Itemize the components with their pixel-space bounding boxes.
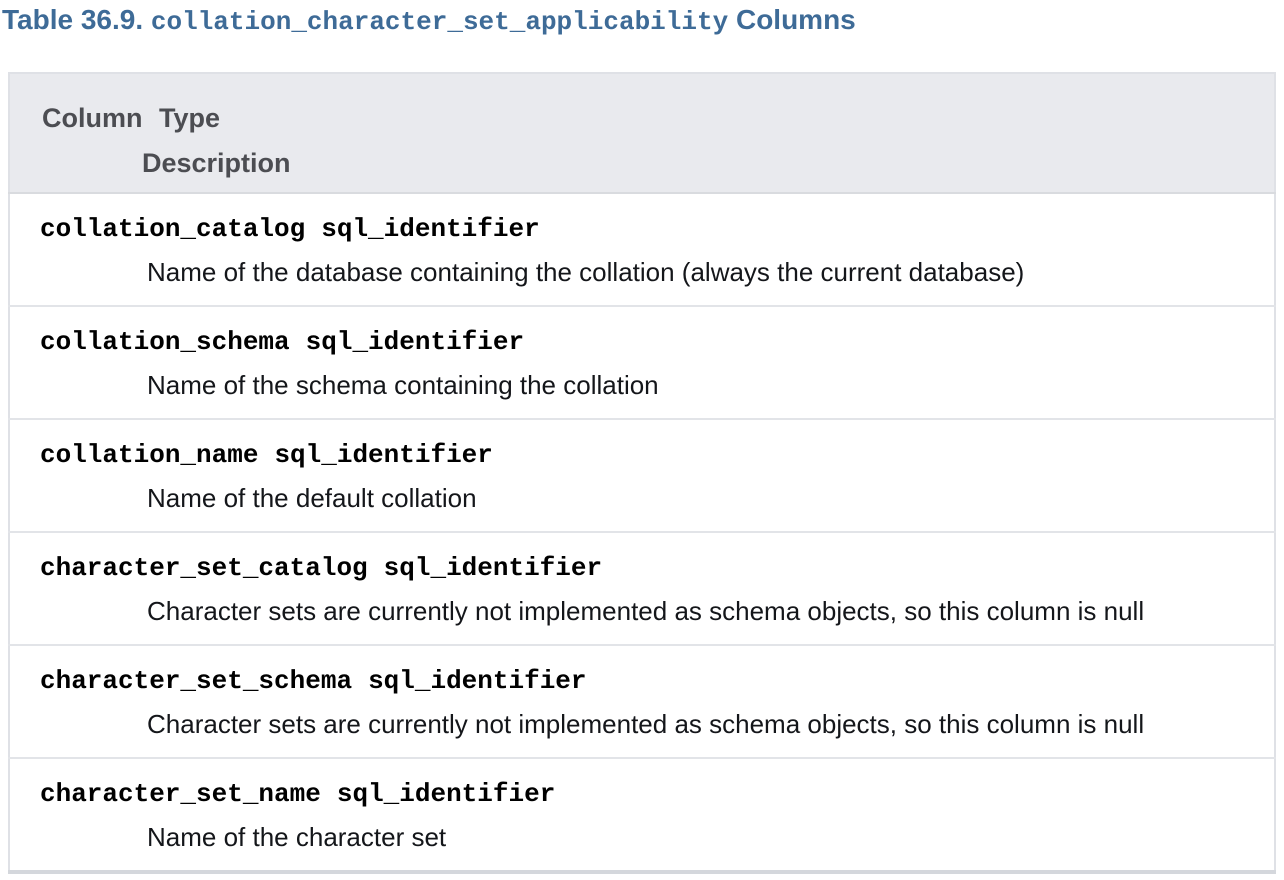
column-definition: collation_catalog sql_identifier (40, 209, 1274, 249)
table-row-cell: character_set_schema sql_identifier Chara… (9, 644, 1275, 758)
table-row: collation_schema sql_identifier Name of t… (9, 305, 1275, 419)
column-description: Character sets are currently not impleme… (147, 709, 1145, 739)
table-row: collation_catalog sql_identifier Name of … (9, 192, 1275, 306)
column-type: sql_identifier (321, 214, 540, 244)
table-row-cell: character_set_name sql_identifier Name of… (9, 757, 1275, 872)
header-cell: Column Type Description (9, 73, 1275, 194)
table-row: character_set_catalog sql_identifier Char… (9, 531, 1275, 645)
column-type: sql_identifier (383, 553, 603, 583)
column-description: Name of the character set (147, 822, 447, 852)
column-definition: character_set_schema sql_identifier (40, 661, 1274, 701)
header-column-type-label: Column Type (42, 103, 221, 133)
column-description: Name of the schema containing the collat… (147, 370, 659, 400)
column-type: sql_identifier (336, 779, 556, 809)
table-row-cell: collation_schema sql_identifier Name of t… (9, 305, 1275, 419)
column-definition: collation_schema sql_identifier (40, 322, 1274, 362)
table-title: Table 36.9. collation_character_set_appl… (2, 2, 1284, 40)
column-name: character_set_catalog (40, 553, 368, 583)
column-name: character_set_schema (40, 666, 353, 696)
column-name: collation_schema (40, 327, 290, 357)
column-name: character_set_name (40, 779, 321, 809)
columns-table: Column Type Description collation_catalo… (8, 72, 1276, 874)
table-row-cell: collation_catalog sql_identifier Name of … (9, 192, 1275, 306)
header-row: Column Type Description (9, 73, 1275, 194)
column-definition: character_set_name sql_identifier (40, 774, 1274, 814)
header-description-label: Description (142, 148, 291, 178)
column-description: Name of the default collation (147, 483, 477, 513)
table-row: character_set_name sql_identifier Name of… (9, 757, 1275, 872)
table-row-cell: collation_name sql_identifier Name of the… (9, 418, 1275, 532)
column-type: sql_identifier (368, 666, 587, 696)
column-definition: collation_name sql_identifier (40, 435, 1274, 475)
columns-table-header: Column Type Description (9, 73, 1275, 194)
column-type: sql_identifier (274, 440, 493, 470)
table-title-suffix: Columns (728, 4, 856, 35)
column-name: collation_name (40, 440, 259, 470)
columns-table-body: collation_catalog sql_identifier Name of … (9, 192, 1275, 872)
column-description: Name of the database containing the coll… (147, 257, 1025, 287)
column-name: collation_catalog (40, 214, 306, 244)
table-title-prefix: Table 36.9. (2, 4, 151, 35)
column-type: sql_identifier (305, 327, 525, 357)
table-row: collation_name sql_identifier Name of the… (9, 418, 1275, 532)
table-row-cell: character_set_catalog sql_identifier Char… (9, 531, 1275, 645)
table-row: character_set_schema sql_identifier Chara… (9, 644, 1275, 758)
table-title-code: collation_character_set_applicability (150, 7, 729, 37)
column-description: Character sets are currently not impleme… (147, 596, 1145, 626)
column-definition: character_set_catalog sql_identifier (40, 548, 1274, 588)
